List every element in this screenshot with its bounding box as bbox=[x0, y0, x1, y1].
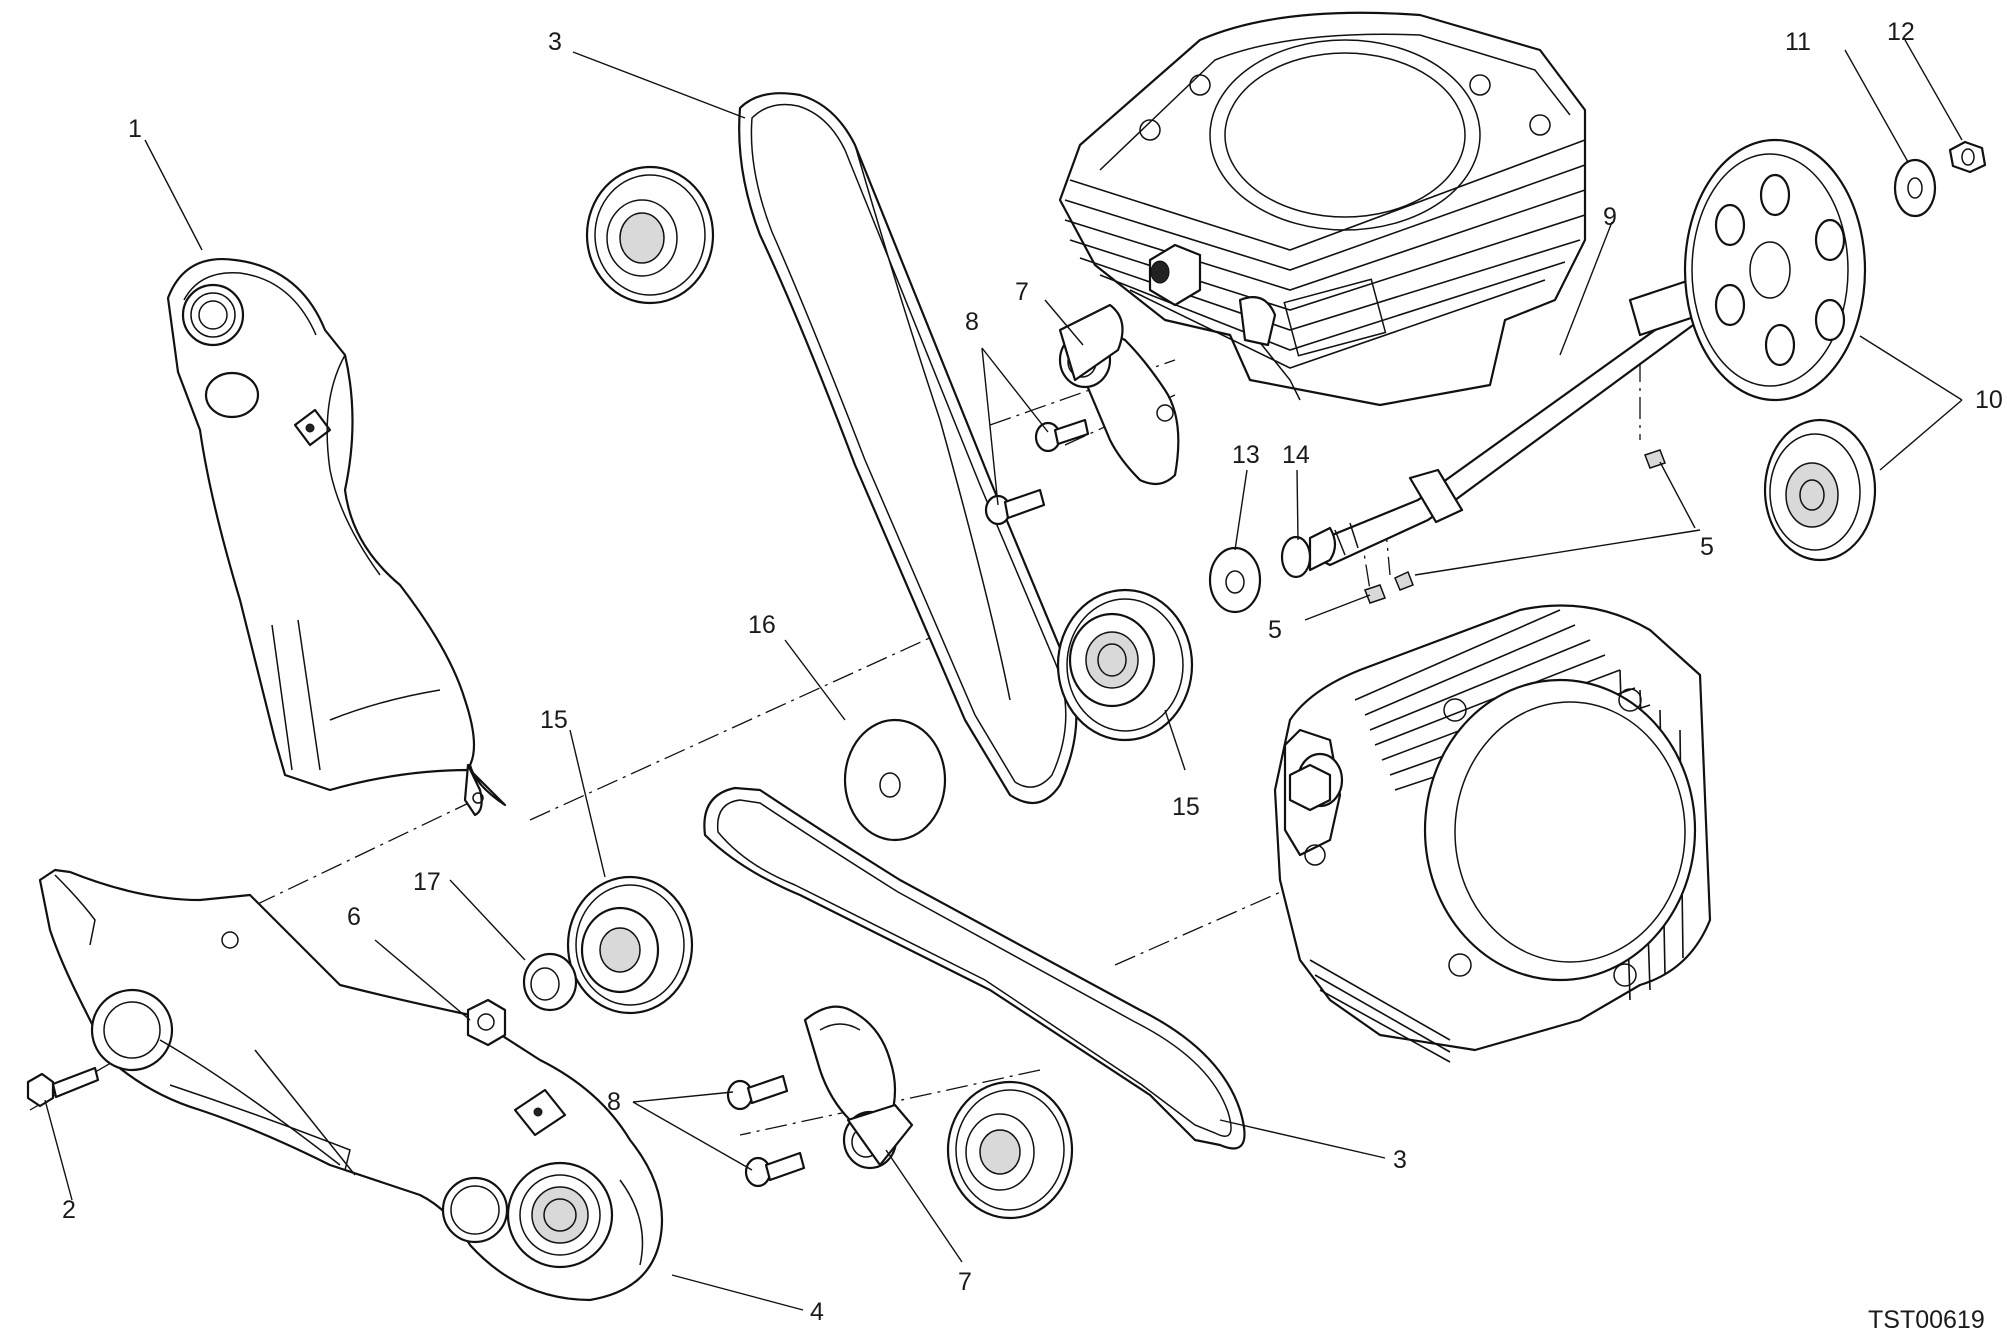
lower-timing-belt bbox=[703, 786, 1246, 1150]
callout-15-left: 15 bbox=[540, 706, 568, 734]
nut bbox=[466, 998, 507, 1047]
callout-7-bottom: 7 bbox=[958, 1268, 972, 1296]
callout-11: 11 bbox=[1785, 28, 1811, 56]
callout-2: 2 bbox=[62, 1196, 76, 1224]
callout-5-right: 5 bbox=[1700, 533, 1714, 561]
thrust-washer bbox=[1208, 546, 1262, 614]
camshaft-pulley bbox=[1056, 588, 1194, 742]
callout-8-top: 8 bbox=[965, 308, 979, 336]
lower-tensioner bbox=[803, 1005, 914, 1170]
screw-lower-1 bbox=[726, 1074, 789, 1111]
horizontal-cylinder bbox=[1273, 604, 1712, 1063]
lower-pulley bbox=[566, 875, 694, 1015]
callout-17: 17 bbox=[413, 868, 441, 896]
shaft bbox=[1308, 278, 1702, 572]
callout-6: 6 bbox=[347, 903, 361, 931]
key-1 bbox=[1364, 584, 1386, 604]
callout-13: 13 bbox=[1232, 441, 1260, 469]
upper-belt-cover bbox=[166, 258, 507, 817]
callout-1: 1 bbox=[128, 115, 142, 143]
key-2 bbox=[1394, 570, 1414, 591]
bolt bbox=[26, 1066, 100, 1108]
callout-12: 12 bbox=[1887, 18, 1915, 46]
callout-14: 14 bbox=[1282, 441, 1310, 469]
screw-lower-2 bbox=[744, 1151, 806, 1188]
screw-upper-1 bbox=[1034, 418, 1090, 453]
callout-4: 4 bbox=[810, 1298, 824, 1326]
callout-16: 16 bbox=[748, 611, 776, 639]
leader-lines bbox=[44, 39, 1963, 1311]
upper-left-pulley bbox=[585, 165, 715, 305]
lower-belt-cover bbox=[38, 868, 664, 1302]
callout-5-left: 5 bbox=[1268, 616, 1282, 644]
callout-9: 9 bbox=[1603, 203, 1617, 231]
upper-timing-belt bbox=[738, 92, 1078, 805]
callout-3-top: 3 bbox=[548, 28, 562, 56]
gear-nut bbox=[1948, 140, 1987, 174]
circlip bbox=[1280, 535, 1312, 579]
vertical-cylinder bbox=[1058, 11, 1587, 407]
large-gear bbox=[1683, 138, 1867, 402]
small-gear bbox=[1763, 418, 1877, 562]
callout-15-right: 15 bbox=[1172, 793, 1200, 821]
spacer bbox=[522, 952, 578, 1012]
callout-3-bottom: 3 bbox=[1393, 1146, 1407, 1174]
reference-code: TST00619 bbox=[1868, 1306, 1985, 1334]
callout-8-bottom: 8 bbox=[607, 1088, 621, 1116]
upper-tensioner bbox=[1058, 303, 1180, 486]
bottom-pulley bbox=[946, 1080, 1074, 1220]
gear-washer bbox=[1893, 158, 1937, 218]
screw-upper-2 bbox=[984, 488, 1046, 526]
washer bbox=[843, 718, 947, 842]
callout-labels: 1 2 3 3 4 5 5 6 7 7 8 8 9 10 11 12 13 14… bbox=[62, 18, 2003, 1334]
key-3 bbox=[1644, 449, 1666, 469]
callout-7-top: 7 bbox=[1015, 278, 1029, 306]
callout-10: 10 bbox=[1975, 386, 2003, 414]
